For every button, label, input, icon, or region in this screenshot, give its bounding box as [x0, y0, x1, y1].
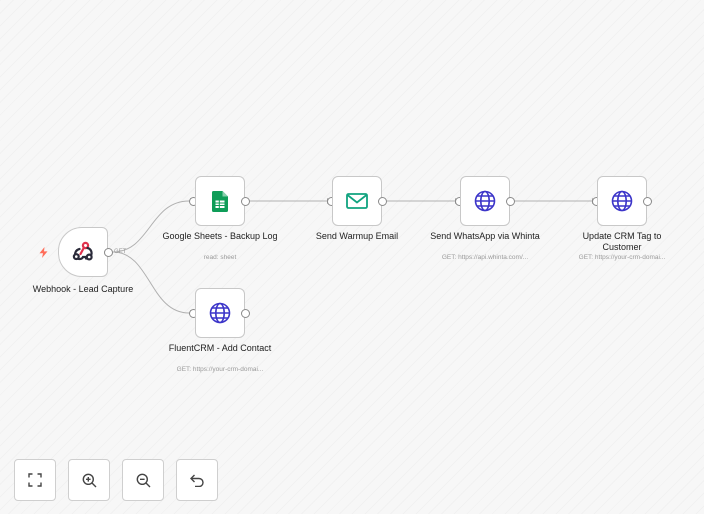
crm-tag-label: Update CRM Tag to Customer: [582, 231, 662, 252]
email-icon: [346, 193, 368, 209]
node-send-whatsapp-via-whinta[interactable]: [460, 176, 510, 226]
fluentcrm-subtitle: GET: https://your-crm-domai...: [176, 366, 264, 373]
email-output-handle[interactable]: [378, 197, 387, 206]
globe-icon: [474, 190, 496, 212]
node-fluentcrm-add-contact[interactable]: [195, 288, 245, 338]
fit-view-button[interactable]: [14, 459, 56, 501]
whatsapp-subtitle: GET: https://api.whinta.com/...: [441, 254, 529, 261]
zoom-out-icon: [136, 473, 150, 487]
node-send-warmup-email[interactable]: [332, 176, 382, 226]
email-label: Send Warmup Email: [315, 231, 399, 241]
sheets-label: Google Sheets - Backup Log: [162, 231, 278, 241]
node-update-crm-tag[interactable]: [597, 176, 647, 226]
webhook-label: Webhook - Lead Capture: [32, 284, 134, 294]
node-webhook-lead-capture[interactable]: [58, 227, 108, 277]
globe-icon: [611, 190, 633, 212]
zoom-in-icon: [82, 473, 96, 487]
zoom-out-button[interactable]: [122, 459, 164, 501]
node-google-sheets-backup-log[interactable]: [195, 176, 245, 226]
webhook-output-handle[interactable]: [104, 248, 113, 257]
edge-webhook-sheets: [112, 200, 190, 253]
fit-view-icon: [28, 473, 42, 487]
whatsapp-label: Send WhatsApp via Whinta: [430, 231, 540, 241]
zoom-in-button[interactable]: [68, 459, 110, 501]
crm-tag-output-handle[interactable]: [643, 197, 652, 206]
webhook-icon: [72, 241, 93, 261]
google-sheets-icon: [212, 190, 228, 212]
undo-icon: [190, 474, 204, 487]
sheets-output-handle[interactable]: [241, 197, 250, 206]
webhook-edge-label: GET: [114, 249, 127, 255]
fluentcrm-output-handle[interactable]: [241, 309, 250, 318]
sheets-subtitle: read: sheet: [203, 254, 237, 261]
whatsapp-output-handle[interactable]: [506, 197, 515, 206]
undo-button[interactable]: [176, 459, 218, 501]
edge-webhook-fluentcrm: [112, 251, 190, 314]
trigger-bolt-icon: [39, 247, 48, 258]
crm-tag-subtitle: GET: https://your-crm-domai...: [578, 254, 666, 261]
globe-icon: [209, 302, 231, 324]
fluentcrm-label: FluentCRM - Add Contact: [168, 343, 272, 353]
